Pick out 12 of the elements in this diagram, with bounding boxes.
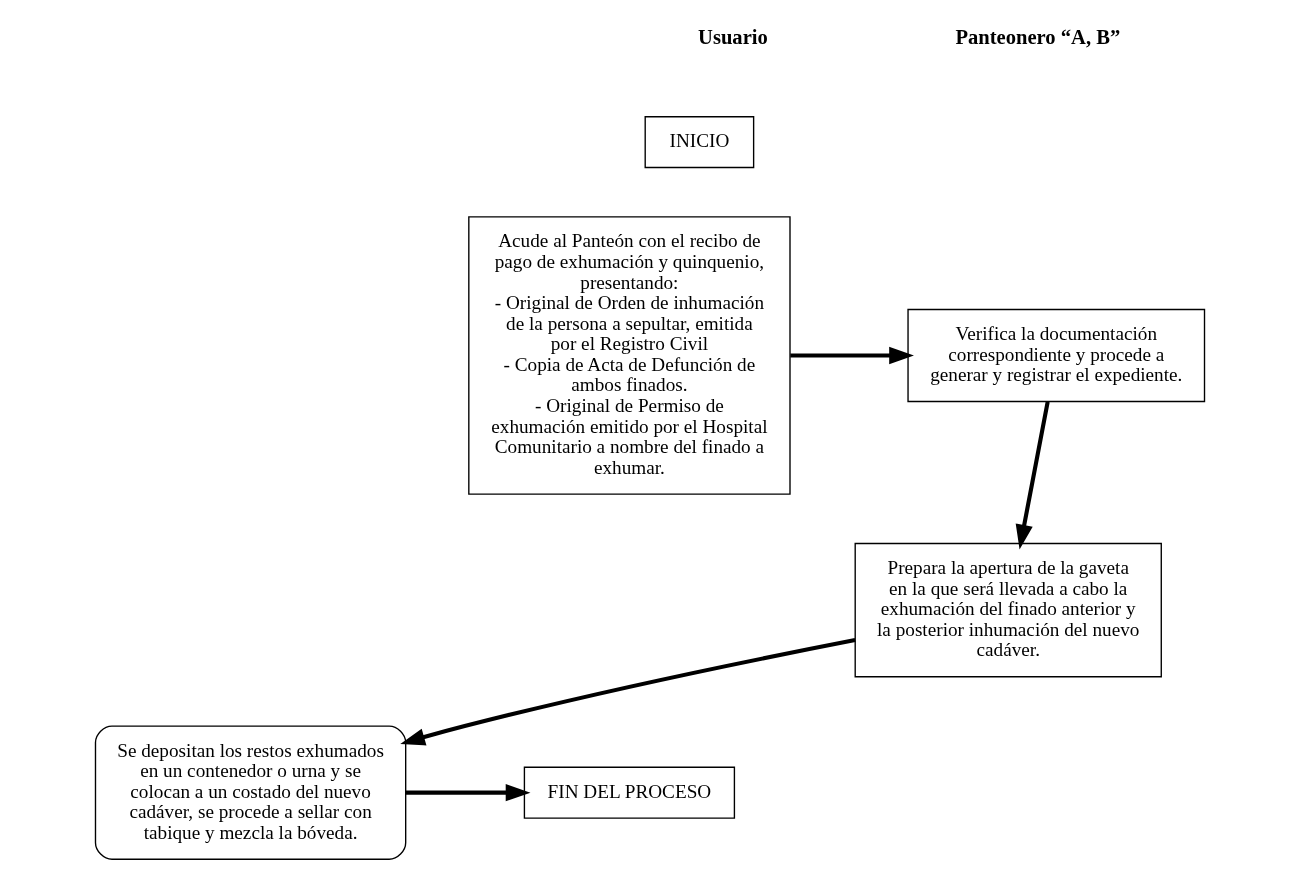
- node-box: INICIO: [644, 116, 754, 169]
- arrow: [399, 638, 855, 746]
- label: Panteonero “A, B”: [954, 25, 1120, 48]
- node-box: Acude al Panteón con el recibo de pago de exhumación y quinquenio, presentando: - Original de Orden de inhumación de la persona a sepultar, emitida por el Registro Civil - Copia de Acta de Defunción de ambos finados. - Original de Permiso de exhumación emitido por el Hospital Comunitario a nombre del finado a exhumar.: [467, 216, 791, 495]
- arrow: [405, 784, 530, 802]
- node-box: Verifica la documentación correspondiente y procede a generar y registrar el expediente.: [906, 308, 1205, 403]
- node-box: Se depositan los restos exhumados en un contenedor o urna y se colocan a un costado del nuevo cadáver, se procede a sellar con tabique y mezcla la bóveda.: [94, 725, 406, 860]
- node-box: Prepara la apertura de la gaveta en la que será llevada a cabo la exhumación del finado anterior y la posterior inhumación del nuevo cadáver.: [854, 542, 1162, 678]
- label: Usuario: [697, 25, 768, 48]
- arrow: [1015, 401, 1050, 550]
- arrow: [789, 346, 914, 365]
- node-box: FIN DEL PROCESO: [523, 766, 735, 819]
